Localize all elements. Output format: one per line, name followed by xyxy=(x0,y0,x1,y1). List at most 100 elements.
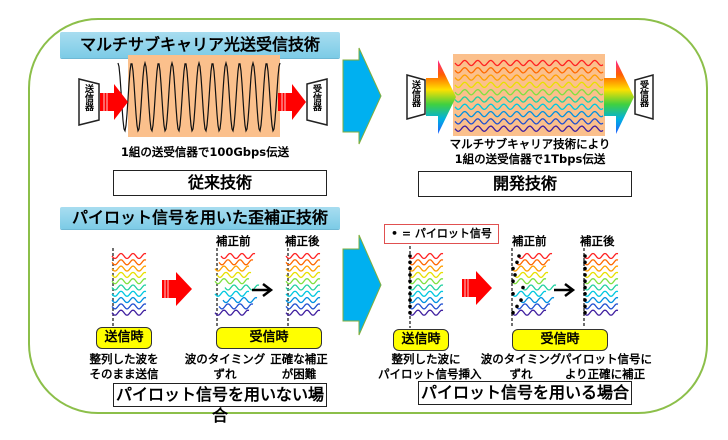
subcarrier-wave xyxy=(408,290,444,297)
red-arrow-icon xyxy=(162,272,192,306)
pilot-signal-dot xyxy=(408,298,412,302)
pilot-signal-dot xyxy=(408,266,412,271)
subcarrier-wave xyxy=(214,290,250,297)
pilot-signal-dot xyxy=(583,304,587,309)
after-correction-label: 補正後 xyxy=(580,234,615,248)
subcarrier-wave xyxy=(511,278,547,285)
subcarrier-wave xyxy=(583,252,619,260)
subcarrier-wave xyxy=(454,125,604,132)
section-heading-pilot: パイロット信号を用いた歪補正技術 xyxy=(60,207,340,229)
subcarrier-wave xyxy=(513,271,549,279)
pilot-signal-dot xyxy=(521,285,525,290)
subcarrier-wave xyxy=(454,103,604,111)
subcarrier-wave xyxy=(519,296,555,304)
subcarrier-wave xyxy=(222,296,258,304)
pilot-signal-dot xyxy=(511,279,515,284)
pilot-signal-dot xyxy=(513,273,517,277)
timing-desc-line2: ずれ xyxy=(213,367,237,381)
subcarrier-wave xyxy=(216,271,252,279)
subcarrier-wave xyxy=(214,278,250,285)
subcarrier-wave xyxy=(111,303,147,310)
send-time-label: 送信時 xyxy=(96,327,152,349)
timing-desc-line1: 波のタイミング xyxy=(480,352,562,366)
subcarrier-wave xyxy=(511,265,547,272)
subcarrier-wave xyxy=(285,303,321,310)
transmitter-device-icon xyxy=(78,78,100,126)
subcarrier-wave xyxy=(111,259,147,266)
pilot-signal-dot xyxy=(408,273,412,277)
subcarrier-wave xyxy=(111,252,147,260)
subcarrier-wave xyxy=(583,303,619,310)
pilot-signal-legend: • = パイロット信号 xyxy=(384,224,499,244)
pilot-signal-dot xyxy=(408,292,412,296)
developed-caption: 開発技術 xyxy=(418,171,632,197)
subcarrier-wave xyxy=(111,296,147,304)
receive-time-label: 受信時 xyxy=(512,329,608,351)
subcarrier-wave xyxy=(285,296,321,304)
pilot-signal-dot xyxy=(408,285,412,290)
receiver-device-icon xyxy=(634,74,654,120)
pilot-signal-dot xyxy=(408,254,412,258)
pilot-signal-dot xyxy=(517,254,521,258)
subcarrier-wave xyxy=(511,290,547,297)
subcarrier-wave xyxy=(285,259,321,266)
subcarrier-wave xyxy=(583,296,619,304)
red-arrow-icon xyxy=(462,271,492,305)
subcarrier-wave xyxy=(408,265,444,272)
subcarrier-wave xyxy=(408,309,444,316)
subcarrier-wave xyxy=(285,252,321,260)
rainbow-arrow-icon xyxy=(426,60,456,134)
pilot-signal-dot xyxy=(511,292,515,296)
big-blue-arrow-icon xyxy=(342,47,382,145)
subcarrier-wave xyxy=(583,278,619,285)
receiver-label: 受信器 xyxy=(638,80,648,107)
pilot-signal-dot xyxy=(583,310,587,315)
conventional-caption: 従来技術 xyxy=(113,170,327,196)
subcarrier-wave xyxy=(454,81,604,89)
subcarrier-wave xyxy=(218,259,254,266)
subcarrier-wave xyxy=(454,67,604,74)
subcarrier-wave xyxy=(111,278,147,285)
subcarrier-wave xyxy=(454,74,604,81)
subcarrier-wave xyxy=(285,278,321,285)
subcarrier-wave xyxy=(454,88,604,96)
after-correction-label: 補正後 xyxy=(285,234,320,248)
pilot-signal-dot xyxy=(408,260,412,265)
subcarrier-wave xyxy=(583,290,619,297)
pilot-signal-dot xyxy=(583,285,587,290)
subcarrier-wave xyxy=(218,303,254,310)
result-desc-line1: パイロット信号に xyxy=(560,352,652,366)
right-arrow-icon xyxy=(252,283,274,297)
pilot-signal-dot xyxy=(583,279,587,284)
subcarrier-wave xyxy=(583,271,619,279)
transmitter-device-icon xyxy=(406,74,426,120)
result-desc-line2: より正確に補正 xyxy=(564,367,646,381)
send-desc-line1: 整列した波に xyxy=(391,352,461,366)
developed-description-line1: マルチサブキャリア技術により xyxy=(449,137,611,151)
result-desc-line1: 正確な補正 xyxy=(270,352,328,366)
subcarrier-wave xyxy=(285,284,321,291)
subcarrier-wave xyxy=(408,278,444,285)
pilot-signal-dot xyxy=(583,292,587,296)
subcarrier-wave xyxy=(285,271,321,279)
transmitter-label: 送信器 xyxy=(410,80,420,107)
subcarrier-wave xyxy=(408,271,444,279)
rainbow-arrow-icon xyxy=(604,60,634,134)
subcarrier-wave xyxy=(517,252,553,260)
subcarrier-wave xyxy=(111,309,147,316)
timing-desc-line1: 波のタイミング xyxy=(184,352,266,366)
subcarrier-wave xyxy=(214,309,250,316)
subcarrier-wave xyxy=(111,284,147,291)
subcarrier-wave xyxy=(511,309,547,316)
subcarrier-wave xyxy=(583,284,619,291)
send-desc-line2: そのまま送信 xyxy=(89,367,159,381)
send-desc-line2: パイロット信号挿入 xyxy=(378,367,482,381)
pilot-signal-dot xyxy=(515,260,519,265)
subcarrier-wave xyxy=(454,59,604,67)
send-desc-line1: 整列した波を xyxy=(89,352,159,366)
pilot-signal-dot xyxy=(583,273,587,277)
subcarrier-wave xyxy=(111,265,147,272)
pilot-signal-dot xyxy=(583,266,587,271)
